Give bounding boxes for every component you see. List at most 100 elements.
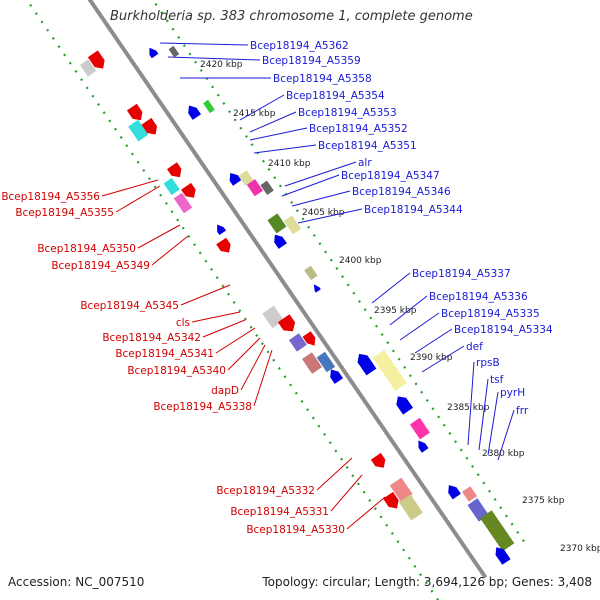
reverse-gene-label[interactable]: Bcep18194_A5359 <box>262 55 361 67</box>
forward-gene-7[interactable] <box>141 117 158 135</box>
gene-feature-43[interactable] <box>467 498 489 522</box>
gene-feature-18[interactable] <box>267 213 287 234</box>
forward-gene-12[interactable] <box>181 182 196 198</box>
forward-gene-label[interactable]: Bcep18194_A5355 <box>15 207 114 219</box>
gene-feature-16[interactable] <box>246 179 263 197</box>
reverse-gene-label[interactable]: Bcep18194_A5335 <box>441 308 540 320</box>
gene-feature-6[interactable] <box>128 119 149 142</box>
forward-gene-5[interactable] <box>126 103 143 121</box>
forward-gene-label[interactable]: Bcep18194_A5345 <box>80 300 179 312</box>
reverse-label-leader <box>159 42 249 46</box>
chromosome-backbone <box>87 0 488 579</box>
reverse-label-leader <box>487 391 499 456</box>
forward-gene-10[interactable] <box>167 162 182 178</box>
forward-gene-label[interactable]: Bcep18194_A5341 <box>115 348 214 360</box>
reverse-gene-label[interactable]: Bcep18194_A5358 <box>273 73 372 85</box>
reverse-gene-14[interactable] <box>229 173 242 186</box>
reverse-gene-label[interactable]: rpsB <box>476 357 500 369</box>
reverse-gene-label[interactable]: def <box>466 341 483 353</box>
reverse-gene-45[interactable] <box>495 547 511 565</box>
gene-feature-42[interactable] <box>462 486 478 502</box>
gene-feature-4[interactable] <box>168 45 180 58</box>
reverse-gene-20[interactable] <box>274 234 287 249</box>
reverse-label-leader <box>167 56 261 61</box>
reverse-gene-label[interactable]: Bcep18194_A5362 <box>250 40 349 52</box>
forward-gene-37[interactable] <box>370 452 386 468</box>
forward-gene-26[interactable] <box>277 314 296 332</box>
accession-text: Accession: NC_007510 <box>8 575 145 589</box>
gene-feature-30[interactable] <box>316 351 336 373</box>
gene-feature-44[interactable] <box>480 510 515 552</box>
reverse-label-leader <box>291 190 351 207</box>
forward-label-leader <box>115 185 161 213</box>
forward-gene-label[interactable]: Bcep18194_A5349 <box>51 260 150 272</box>
forward-gene-1[interactable] <box>87 50 105 69</box>
reverse-gene-label[interactable]: Bcep18194_A5353 <box>298 107 397 119</box>
forward-gene-label[interactable]: dapD <box>211 385 239 397</box>
reverse-gene-34[interactable] <box>396 396 413 415</box>
reverse-label-leader <box>239 94 285 121</box>
reverse-gene-label[interactable]: alr <box>358 157 372 169</box>
reverse-gene-3[interactable] <box>149 47 159 59</box>
forward-gene-label[interactable]: Bcep18194_A5331 <box>230 506 329 518</box>
scale-tick-label: 2375 kbp <box>522 496 565 506</box>
forward-gene-label[interactable]: Bcep18194_A5332 <box>216 485 315 497</box>
reverse-gene-8[interactable] <box>188 105 201 120</box>
reverse-label-leader <box>249 111 297 133</box>
scale-tick-label: 2385 kbp <box>447 403 490 413</box>
gene-feature-33[interactable] <box>372 350 407 391</box>
gene-feature-9[interactable] <box>203 99 215 114</box>
reverse-gene-label[interactable]: Bcep18194_A5346 <box>352 186 451 198</box>
reverse-gene-label[interactable]: Bcep18194_A5347 <box>341 170 440 182</box>
scale-tick-label: 2420 kbp <box>200 60 243 70</box>
gene-feature-40[interactable] <box>398 494 423 521</box>
forward-gene-label[interactable]: cls <box>176 317 190 329</box>
reverse-gene-label[interactable]: Bcep18194_A5344 <box>364 204 463 216</box>
scale-tick-label: 2410 kbp <box>268 159 311 169</box>
reverse-gene-label[interactable]: Bcep18194_A5334 <box>454 324 553 336</box>
reverse-gene-22[interactable] <box>217 224 226 236</box>
reverse-gene-label[interactable]: frr <box>516 405 529 417</box>
forward-gene-28[interactable] <box>302 331 316 346</box>
reverse-gene-label[interactable]: Bcep18194_A5351 <box>318 140 417 152</box>
forward-label-leader <box>151 235 189 266</box>
forward-gene-label[interactable]: Bcep18194_A5330 <box>246 524 345 536</box>
forward-label-leader <box>191 311 241 323</box>
forward-label-leader <box>330 474 363 512</box>
reverse-gene-24[interactable] <box>313 284 321 293</box>
gene-feature-2[interactable] <box>80 59 97 77</box>
forward-gene-label[interactable]: Bcep18194_A5342 <box>102 332 201 344</box>
reverse-gene-label[interactable]: Bcep18194_A5337 <box>412 268 511 280</box>
reverse-gene-label[interactable]: tsf <box>490 374 504 386</box>
forward-gene-label[interactable]: Bcep18194_A5338 <box>153 401 252 413</box>
scale-tick-label: 2400 kbp <box>339 256 382 266</box>
gene-feature-29[interactable] <box>302 352 322 374</box>
forward-gene-label[interactable]: Bcep18194_A5356 <box>1 191 100 203</box>
map-title: Burkholderia sp. 383 chromosome 1, compl… <box>110 9 473 24</box>
gene-feature-35[interactable] <box>409 417 430 440</box>
gene-feature-15[interactable] <box>238 170 254 186</box>
reverse-gene-36[interactable] <box>418 440 429 453</box>
reverse-gene-label[interactable]: Bcep18194_A5336 <box>429 291 528 303</box>
gene-feature-19[interactable] <box>283 215 302 235</box>
reverse-gene-label[interactable]: Bcep18194_A5352 <box>309 123 408 135</box>
gene-feature-13[interactable] <box>173 192 193 214</box>
reverse-label-leader <box>253 144 317 154</box>
reverse-gene-label[interactable]: Bcep18194_A5354 <box>286 90 385 102</box>
forward-gene-21[interactable] <box>216 237 231 253</box>
gene-feature-38[interactable] <box>389 477 413 502</box>
forward-gene-label[interactable]: Bcep18194_A5340 <box>127 365 226 377</box>
gene-feature-17[interactable] <box>260 180 274 195</box>
forward-gene-39[interactable] <box>383 491 399 509</box>
reverse-label-leader <box>249 127 308 141</box>
reverse-gene-label[interactable]: pyrH <box>500 387 525 399</box>
gene-feature-27[interactable] <box>289 333 307 352</box>
reverse-gene-41[interactable] <box>448 485 461 500</box>
reverse-gene-31[interactable] <box>330 369 343 384</box>
forward-label-leader <box>253 349 273 407</box>
reverse-gene-32[interactable] <box>357 353 377 376</box>
gene-feature-11[interactable] <box>163 177 180 196</box>
forward-gene-label[interactable]: Bcep18194_A5350 <box>37 243 136 255</box>
gene-feature-23[interactable] <box>304 265 318 281</box>
